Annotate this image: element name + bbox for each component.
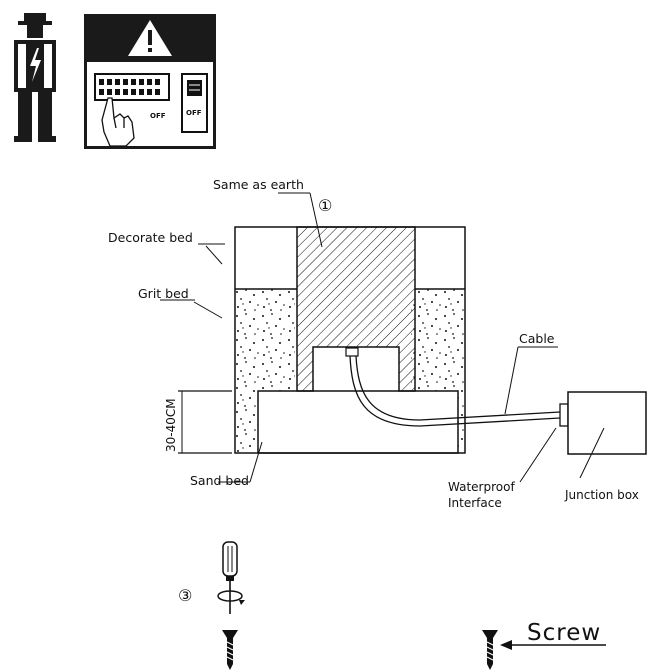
step-1-label: ①: [318, 196, 332, 215]
cable-line-b: [355, 355, 561, 421]
waterproof-interface: [559, 403, 569, 427]
junction-box-label: Junction box: [564, 488, 639, 502]
leader-lines: [160, 192, 605, 483]
switch-off-label: OFF: [186, 109, 202, 117]
waterproof-label-line2: Interface: [448, 496, 502, 510]
screw-icon: [222, 630, 238, 670]
grit-bed-label: Grit bed: [138, 286, 189, 301]
cable-line-a: [349, 355, 561, 427]
sand-bed-label: Sand bed: [190, 473, 249, 488]
cable-label: Cable: [519, 331, 555, 346]
lamp-connector: [345, 347, 359, 357]
warning-icon: [128, 20, 172, 56]
electrician-icon: [14, 13, 56, 142]
same-as-earth-label: Same as earth: [213, 177, 304, 192]
step-3-label: ③: [178, 586, 192, 605]
screw-label: Screw: [527, 620, 601, 646]
step-1-marker: ①: [318, 196, 332, 215]
screw-arrow: [500, 640, 606, 650]
section-frame: [234, 226, 466, 454]
depth-label: 30-40CM: [164, 398, 178, 452]
decorate-bed-label: Decorate bed: [108, 230, 193, 245]
waterproof-label-line1: Waterproof: [448, 480, 515, 494]
ground-cross-section: [178, 226, 647, 455]
rotate-arrow-icon: [217, 590, 245, 605]
lamp-body: [296, 226, 416, 392]
screwdriver-icon: [222, 541, 238, 614]
breaker-panel-icon: OFF OFF: [84, 14, 216, 149]
junction-box: [567, 391, 647, 455]
screw-icon: [482, 630, 498, 670]
hand-icon: [101, 97, 135, 147]
sand-bed: [257, 390, 459, 454]
breaker-off-label: OFF: [150, 112, 166, 120]
